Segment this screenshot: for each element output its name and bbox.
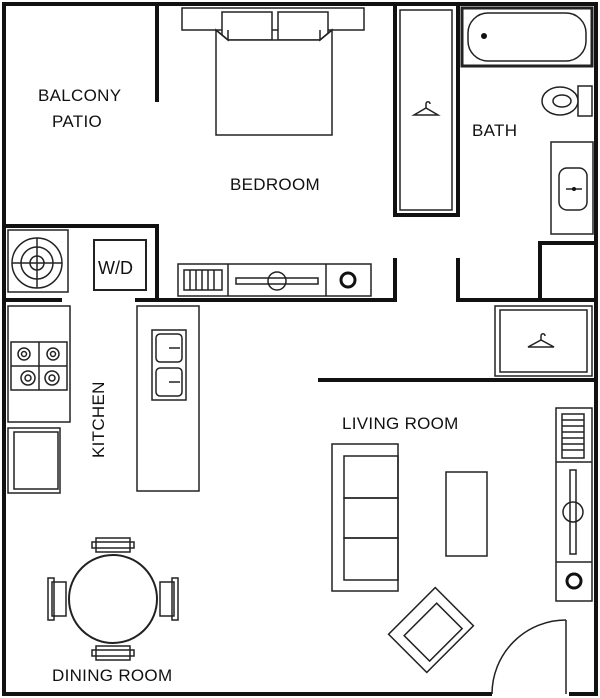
- bedroom-label: BEDROOM: [230, 175, 320, 194]
- armchair-icon: [387, 586, 475, 674]
- washer-dryer: W/D: [93, 239, 147, 291]
- living-room-label: LIVING ROOM: [342, 414, 459, 433]
- refrigerator-icon: [7, 427, 61, 494]
- door-swing-icon: [491, 619, 569, 698]
- headboard: [181, 7, 365, 31]
- dining-table-icon: [47, 537, 179, 661]
- balcony-label-line1: BALCONY: [38, 86, 121, 105]
- closet-hanger-icon: [527, 333, 555, 348]
- speaker-icon: [339, 271, 357, 289]
- sink-icon: [550, 141, 594, 235]
- dining-room-label: DINING ROOM: [52, 666, 172, 685]
- bedroom-closet: [399, 9, 453, 211]
- balcony-label-line2: PATIO: [52, 112, 102, 131]
- dresser-icon: [177, 263, 372, 297]
- hall-closet: [494, 305, 593, 377]
- closet-hanger-icon: [411, 101, 441, 116]
- pillow-left: [221, 11, 273, 41]
- kitchen-label: KITCHEN: [89, 381, 108, 458]
- media-console-icon: [555, 407, 593, 602]
- bath-label: BATH: [472, 121, 517, 140]
- bed-icon: [181, 7, 365, 136]
- speaker-icon: [565, 572, 583, 590]
- kitchen-island: [136, 305, 200, 492]
- toilet-icon: [541, 85, 593, 117]
- sofa-icon: [331, 443, 399, 592]
- water-heater-icon: [7, 229, 69, 293]
- coffee-table-icon: [445, 471, 488, 557]
- stove-icon: [10, 341, 68, 391]
- bed-frame: [215, 28, 333, 136]
- washer-dryer-label: W/D: [98, 258, 133, 278]
- bathtub-icon: [460, 6, 594, 68]
